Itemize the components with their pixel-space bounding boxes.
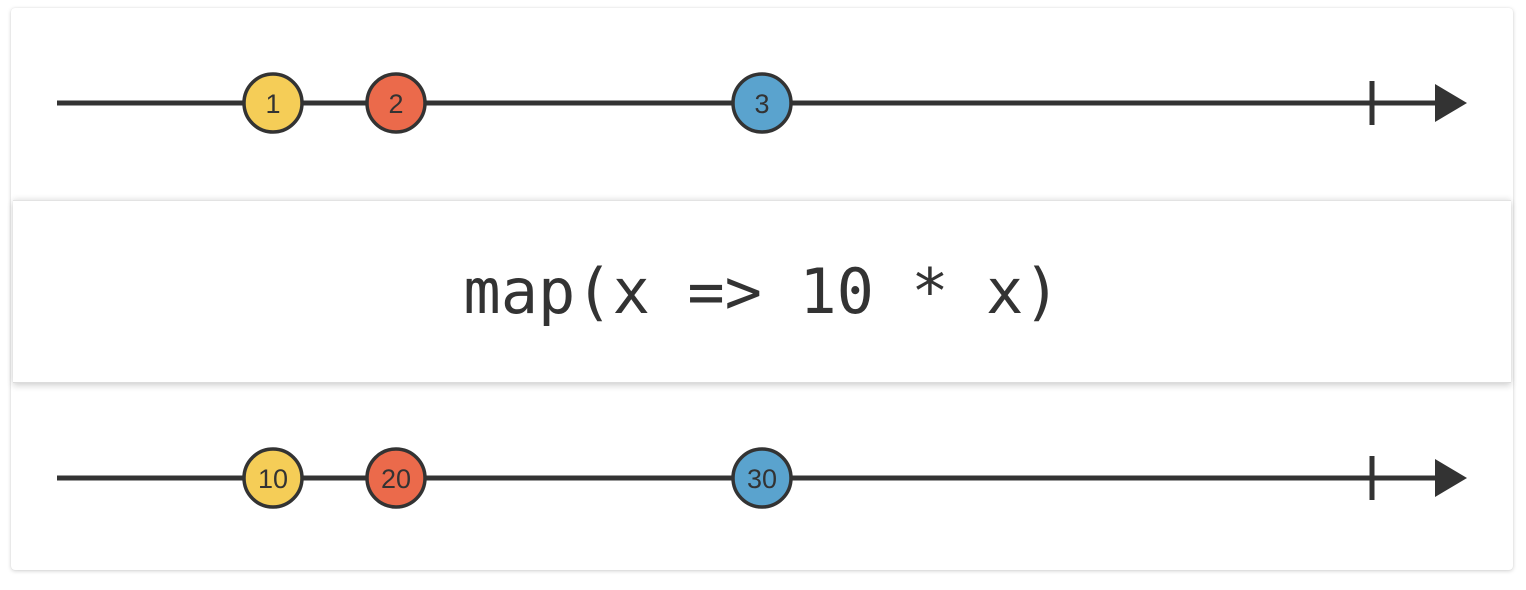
source-timeline: 1 2 3	[11, 8, 1513, 198]
marble-circle[interactable]	[242, 72, 304, 134]
marble-item[interactable]: 3	[731, 72, 793, 134]
marble-label: 20	[381, 464, 411, 494]
marble-label: 10	[258, 464, 288, 494]
marble-circle[interactable]	[731, 447, 793, 509]
marble-circle[interactable]	[365, 447, 427, 509]
marble-item[interactable]: 10	[242, 447, 304, 509]
marble-label: 1	[265, 89, 280, 119]
marble-item[interactable]: 20	[365, 447, 427, 509]
result-timeline: 10 20 30	[11, 383, 1513, 573]
arrow-head-icon	[1435, 84, 1467, 122]
operator-panel: map(x => 10 * x)	[13, 200, 1511, 383]
marble-item[interactable]: 2	[365, 72, 427, 134]
marble-circle[interactable]	[365, 72, 427, 134]
result-timeline-svg: 10 20 30	[57, 447, 1467, 509]
operator-expression: map(x => 10 * x)	[463, 254, 1061, 328]
source-timeline-svg: 1 2 3	[57, 72, 1467, 134]
marble-item[interactable]: 30	[731, 447, 793, 509]
marble-label: 30	[747, 464, 777, 494]
marble-circle[interactable]	[731, 72, 793, 134]
marble-label: 2	[388, 89, 403, 119]
marble-circle[interactable]	[242, 447, 304, 509]
marble-label: 3	[754, 89, 769, 119]
marble-item[interactable]: 1	[242, 72, 304, 134]
arrow-head-icon	[1435, 459, 1467, 497]
